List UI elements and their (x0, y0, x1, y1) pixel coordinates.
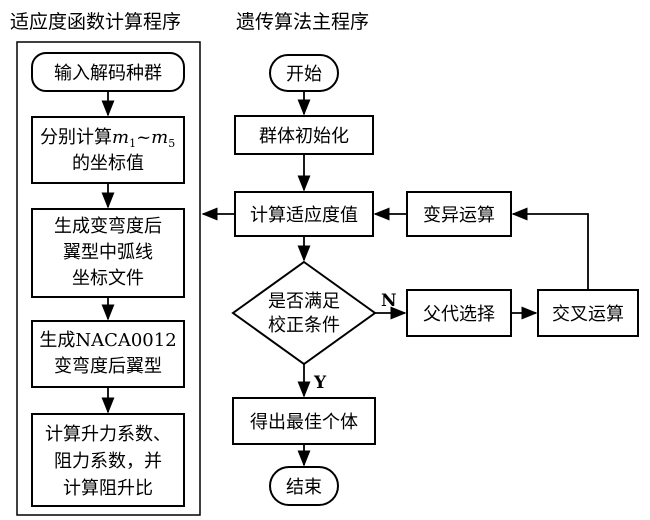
camber-file-label-line1: 生成变弯度后 (54, 216, 162, 237)
main-program-heading: 遗传算法主程序 (236, 11, 369, 33)
generate-airfoil-label-line1: 生成NACA0012 (39, 330, 176, 351)
selection-node (406, 289, 512, 337)
fitness-value-label: 计算适应度值 (250, 205, 358, 226)
lift-drag-node (31, 413, 185, 507)
start-label: 开始 (286, 64, 322, 85)
init-population-node (234, 115, 374, 155)
camber-file-label-line2: 翼型中弧线 (63, 242, 153, 263)
selection-label: 父代选择 (423, 304, 495, 325)
end-label: 结束 (286, 477, 322, 498)
no-label: N (381, 291, 397, 311)
crossover-node (537, 289, 639, 337)
crossover-label: 交叉运算 (552, 304, 624, 325)
mutation-label: 变异运算 (423, 205, 495, 226)
best-individual-label: 得出最佳个体 (250, 412, 358, 433)
generate-airfoil-label-line2: 变弯度后翼型 (54, 356, 162, 377)
compute-coords-label: 分别计算m1~m5 (40, 127, 175, 150)
camber-file-label-line3: 坐标文件 (72, 268, 144, 289)
fitness-value-node (234, 191, 374, 237)
compute-coords-label-line2: 的坐标值 (72, 153, 144, 174)
arrow-crossover-to-mutation (511, 207, 589, 290)
yes-label: Y (313, 373, 327, 393)
lift-drag-label-line3: 计算阻升比 (63, 478, 153, 499)
init-population-label: 群体初始化 (259, 126, 349, 147)
decision-label-line1: 是否满足 (268, 291, 340, 312)
fitness-program-heading: 适应度函数计算程序 (10, 11, 181, 33)
input-population-label: 输入解码种群 (54, 63, 162, 84)
camber-file-node (31, 208, 185, 298)
decision-label-line2: 校正条件 (268, 315, 340, 336)
lift-drag-label-line1: 计算升力系数、 (45, 424, 171, 445)
fitness-program-frame (16, 41, 201, 516)
best-individual-node (232, 397, 376, 445)
generate-airfoil-node (31, 320, 185, 388)
compute-coords-node (31, 116, 185, 184)
decision-node (231, 260, 377, 366)
lift-drag-label-line2: 阻力系数，并 (54, 451, 162, 472)
end-node (269, 466, 339, 506)
mutation-node (406, 191, 512, 237)
